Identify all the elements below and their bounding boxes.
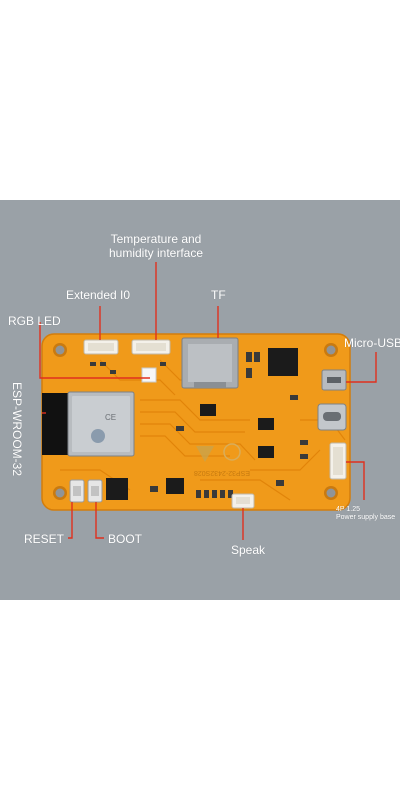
micro-usb-label: Micro-USB	[344, 336, 400, 350]
reset-label: RESET	[24, 532, 65, 546]
temperature-humidity-connector	[131, 339, 171, 355]
temperature-label-line-2: humidity interface	[108, 246, 204, 260]
tf-card-slot	[181, 337, 239, 389]
boot-button-part	[87, 479, 103, 503]
ic-chips	[106, 348, 298, 500]
silkscreen-logo	[196, 443, 241, 462]
micro-usb-port	[321, 369, 347, 391]
tf-label: TF	[211, 288, 226, 302]
temperature-label-line-1: Temperature and	[110, 232, 202, 246]
rgb-led	[141, 367, 157, 383]
power-supply-label: 4P 1.25 Power supply base	[336, 506, 395, 522]
speak-label: Speak	[231, 543, 266, 557]
power-label-line-1: 4P 1.25	[336, 506, 361, 513]
usb-c-port	[317, 403, 347, 431]
extended-io-connector	[83, 339, 119, 355]
temperature-humidity-label: Temperature and humidity interface	[98, 232, 214, 260]
callout-lines	[39, 262, 377, 540]
board-model-silkscreen: ESP32-2432S028	[194, 469, 250, 476]
boot-label: BOOT	[108, 532, 143, 546]
reset-button-part	[69, 479, 85, 503]
extended-io-label: Extended I0	[66, 288, 131, 302]
esp32-module: CE	[42, 391, 135, 457]
power-label-line-2: Power supply base	[336, 514, 396, 521]
module-ce-mark: CE	[105, 413, 116, 422]
esp-wroom-32-label: ESP-WROOM-32	[10, 382, 24, 477]
rgb-led-label: RGB LED	[8, 314, 61, 328]
small-components	[90, 352, 308, 498]
power-supply-connector	[329, 442, 347, 480]
mounting-holes	[53, 343, 338, 500]
speaker-connector	[231, 493, 255, 509]
